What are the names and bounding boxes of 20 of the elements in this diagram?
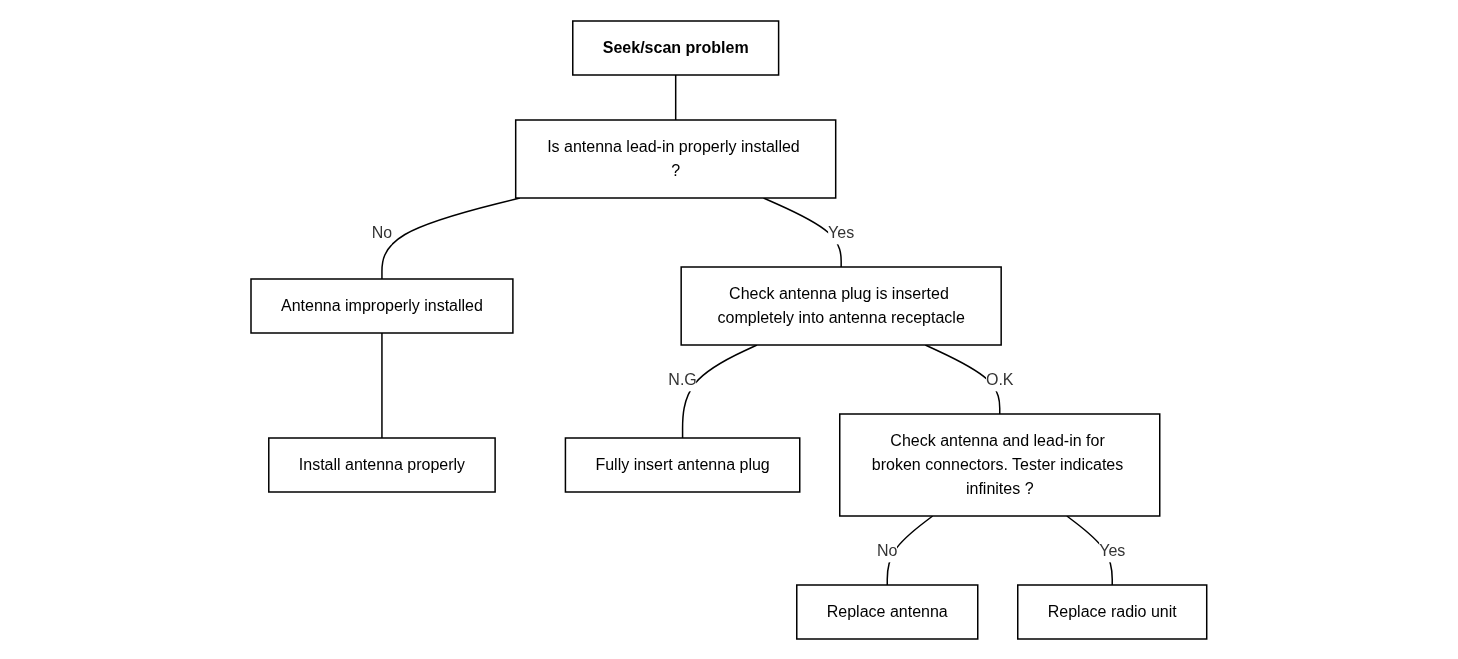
connector: [681, 343, 758, 439]
connector: [762, 196, 843, 268]
edge-label: Yes: [828, 223, 855, 240]
node-box: Replace radio unit: [1017, 583, 1208, 640]
edge-label: N.G: [668, 370, 697, 387]
node-box: Fully insert antenna plug: [564, 436, 801, 493]
node-box: Is antenna lead-in properly installed ?: [515, 118, 837, 199]
edge-label: Yes: [1099, 541, 1126, 558]
edge-label: No: [371, 223, 393, 240]
connector: [675, 73, 677, 121]
node-box: Install antenna properly: [268, 436, 496, 493]
node-box: Check antenna and lead-in for broken connectors. Tester indicates infinites ?: [839, 412, 1161, 517]
node-box: Antenna improperly installed: [250, 277, 514, 334]
node-box: Check antenna plug is inserted completely into antenna receptacle: [680, 265, 1003, 346]
edge-label: No: [877, 541, 898, 558]
node-box: Seek/scan problem: [572, 19, 780, 76]
connector: [886, 514, 934, 586]
edge-label: O.K: [986, 370, 1014, 387]
connector: [381, 331, 383, 439]
node-box: Replace antenna: [796, 583, 979, 640]
